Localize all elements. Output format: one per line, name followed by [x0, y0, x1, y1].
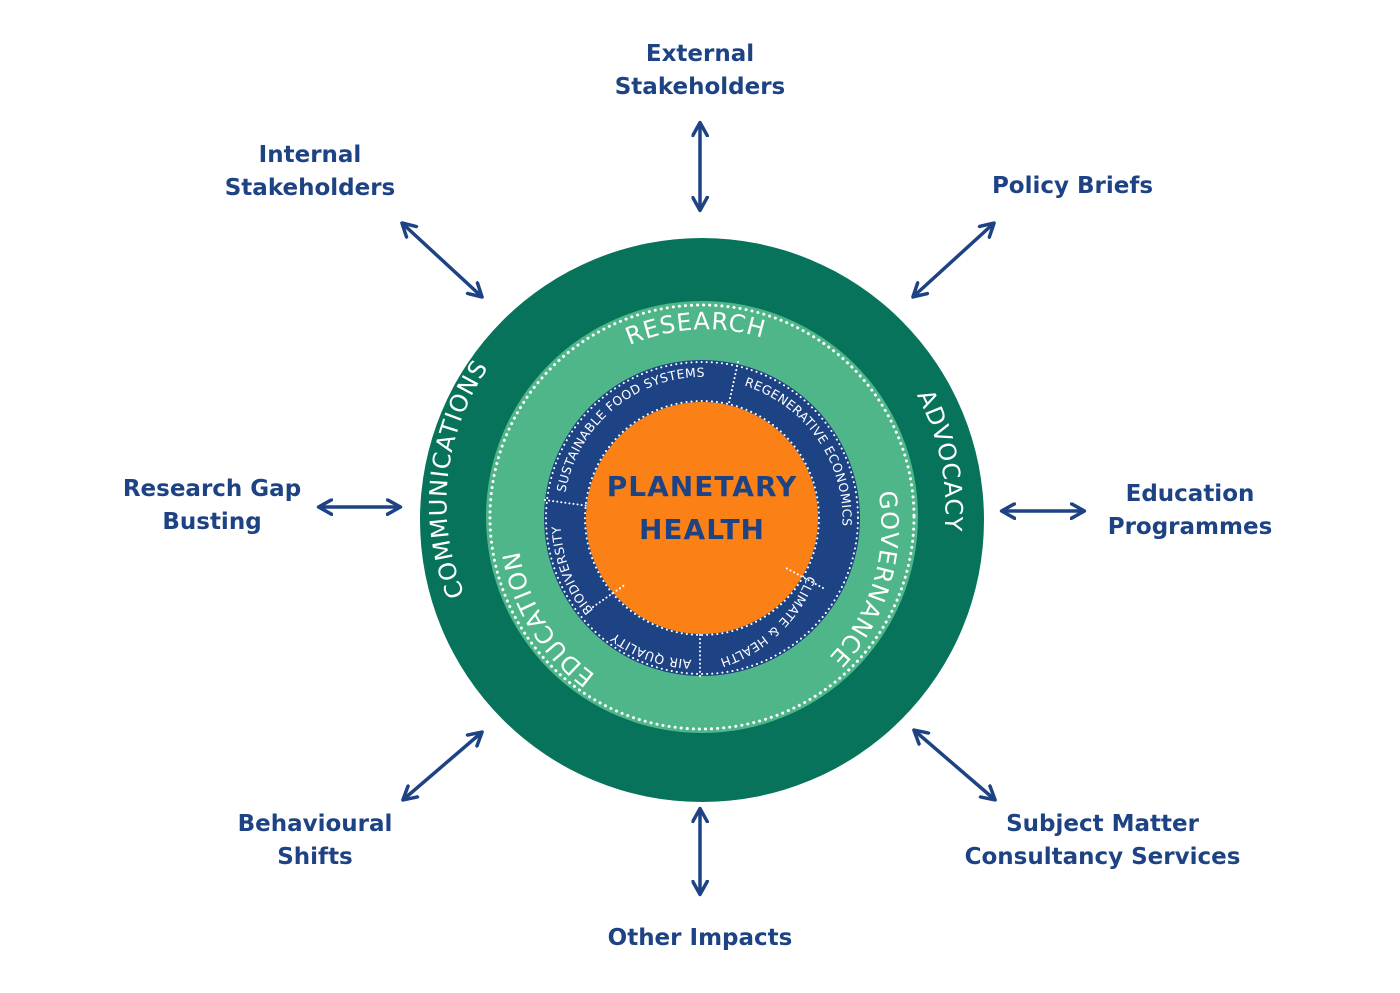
arrow-policy-briefs	[914, 224, 993, 296]
outcome-internal-stakeholders: Internal Stakeholders	[224, 142, 396, 201]
arrow-internal-stakeholders	[403, 224, 481, 296]
arrow-behavioural-shifts	[404, 733, 481, 799]
core-circle	[586, 402, 818, 634]
core-title-line2: HEALTH	[639, 513, 765, 546]
arrow-subject-matter	[915, 731, 994, 799]
middle-ring-dotted-border	[488, 303, 916, 731]
inner-ring-dotted-border	[545, 361, 859, 675]
outcome-research-gap: Research Gap Busting	[122, 476, 302, 535]
outcome-external-stakeholders: External Stakeholders	[614, 41, 786, 100]
outcome-education-programmes: Education Programmes	[1107, 481, 1273, 540]
inner-ring-dividers	[544, 361, 824, 677]
core-dotted-border	[584, 400, 820, 636]
outcome-policy-briefs: Policy Briefs	[991, 173, 1154, 199]
core-title-line1: PLANETARY	[607, 470, 798, 503]
outcome-other-impacts: Other Impacts	[607, 925, 793, 951]
outcome-behavioural-shifts: Behavioural Shifts	[237, 811, 393, 870]
outcome-subject-matter: Subject Matter Consultancy Services	[964, 811, 1241, 870]
